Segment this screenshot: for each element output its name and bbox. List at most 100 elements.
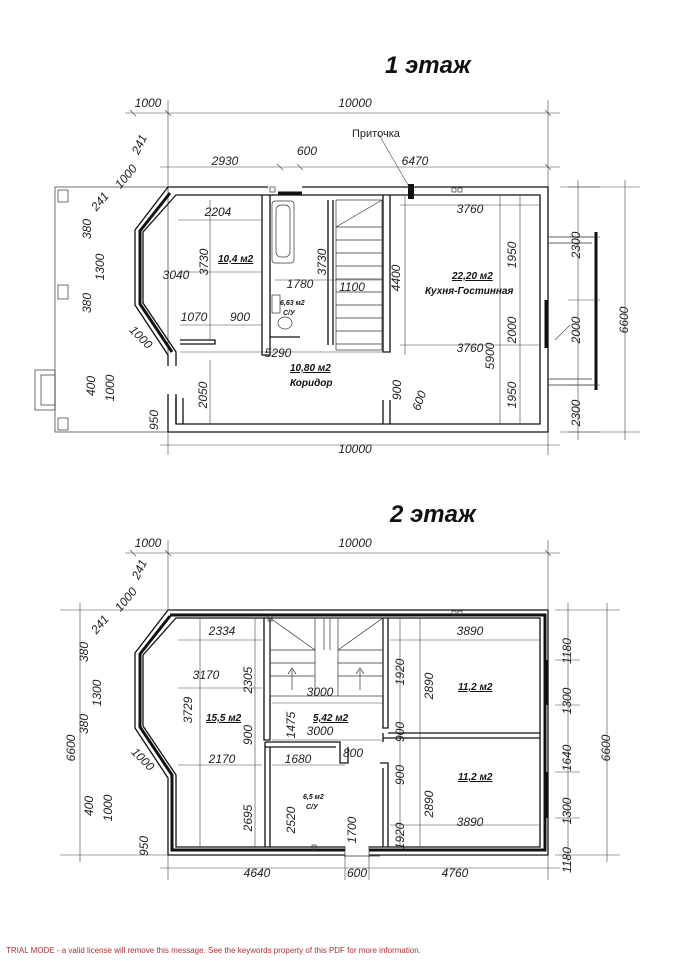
dimension-label: 241 <box>128 132 150 157</box>
floor2-title: 2 этаж <box>389 501 477 528</box>
dimension-label: 2000 <box>505 316 519 344</box>
terrace <box>34 186 169 433</box>
dimension-label: 2170 <box>208 752 236 766</box>
dimension-label: 2300 <box>569 231 583 259</box>
dimension-label: 1920 <box>393 822 407 849</box>
dimension-label: 1180 <box>560 847 574 873</box>
dimension-label: 3040 <box>163 268 190 282</box>
dimension-label: 900 <box>230 310 250 324</box>
dimension-label: 10000 <box>338 96 372 110</box>
dimension-label: 380 <box>77 714 91 734</box>
dimension-label: 4760 <box>442 866 469 880</box>
bathtub <box>271 200 295 264</box>
dimension-label: 800 <box>343 746 363 760</box>
room-area-hall-f2: 5,42 м2 <box>313 713 349 724</box>
dimension-label: 900 <box>393 722 407 742</box>
dimension-label: 380 <box>80 293 94 313</box>
dimension-label: 4640 <box>244 866 271 880</box>
dimension-label: 1000 <box>135 96 162 110</box>
dimension-label: 3729 <box>181 696 195 723</box>
dimension-label: 3730 <box>315 248 329 275</box>
dimension-label: 2334 <box>208 624 236 638</box>
dimension-label: 1950 <box>505 381 519 408</box>
room-name-corridor: Коридор <box>290 378 333 389</box>
floor2-plan: 15,5 м2 5,42 м2 6,5 м2 С/У 11,2 м2 11,2 … <box>60 536 620 880</box>
dimension-label: 1475 <box>284 711 298 738</box>
dimension-label: 600 <box>409 389 429 413</box>
ventilation-inlet <box>408 184 414 199</box>
sink <box>271 294 281 314</box>
dimension-label: 3000 <box>307 724 334 738</box>
dimension-label: 1300 <box>90 679 104 706</box>
dimension-label: 10000 <box>338 536 372 550</box>
room-area-bedroom-bottom-right-f2: 11,2 м2 <box>458 772 493 783</box>
dimension-label: 5290 <box>265 346 292 360</box>
floor1-bathroom-fixtures <box>269 186 463 330</box>
dimension-label: 3890 <box>457 815 484 829</box>
dimension-label: 380 <box>80 219 94 239</box>
dimension-label: 2305 <box>241 666 255 694</box>
dimension-label: 5900 <box>483 342 497 369</box>
dimension-label: 3890 <box>457 624 484 638</box>
dimension-label: 1300 <box>93 253 107 280</box>
dimension-label: 400 <box>84 376 98 396</box>
dimension-label: 600 <box>297 144 317 158</box>
dimension-label: 3760 <box>457 341 484 355</box>
room-area-corridor: 10,80 м2 <box>290 363 331 374</box>
dimension-label: 6470 <box>402 154 429 168</box>
floor1-stairs <box>335 199 383 351</box>
trial-mode-notice: TRIAL MODE - a valid license will remove… <box>6 946 421 955</box>
dimension-label: 2890 <box>422 790 436 818</box>
floor2-outer-walls <box>134 609 549 858</box>
dimension-label: 2890 <box>422 672 436 700</box>
dimension-label: 1000 <box>101 794 115 821</box>
dimension-label: 241 <box>87 612 111 637</box>
dimension-label: 1300 <box>560 687 574 714</box>
dimension-label: 1920 <box>393 658 407 685</box>
dimension-label: 400 <box>82 796 96 816</box>
dimension-label: 950 <box>137 836 151 856</box>
dimension-label: 900 <box>390 380 404 400</box>
dimension-label: 4400 <box>389 264 403 291</box>
dimension-label: 3760 <box>457 202 484 216</box>
dimension-label: 2000 <box>569 316 583 344</box>
room-name-bathroom-f1: С/У <box>283 310 296 317</box>
room-area-bedroom-left-f2: 15,5 м2 <box>206 713 242 724</box>
dimension-label: 1000 <box>103 374 117 401</box>
floor1-title: 1 этаж <box>385 52 472 79</box>
dimension-label: 1700 <box>345 816 359 843</box>
dimension-label: 241 <box>128 557 150 582</box>
dimension-label: 950 <box>147 410 161 430</box>
dimension-label: 380 <box>77 642 91 662</box>
floor1-plan: 10,4 м2 6,63 м2 С/У 22,20 м2 Кухня-Гости… <box>34 96 640 456</box>
room-area-kitchen: 22,20 м2 <box>451 271 493 282</box>
room-name-bathroom-f2: С/У <box>306 804 319 811</box>
floor2-stairs <box>269 617 384 697</box>
ventilation-label: Приточка <box>352 128 401 140</box>
room-area-bathroom-f1: 6,63 м2 <box>280 300 305 307</box>
dimension-label: 1000 <box>126 323 155 352</box>
dimension-label: 1000 <box>135 536 162 550</box>
dimension-label: 1680 <box>285 752 312 766</box>
room-name-kitchen: Кухня-Гостинная <box>425 286 513 297</box>
dimension-label: 1070 <box>181 310 208 324</box>
dimension-label: 900 <box>393 765 407 785</box>
ventilation-leader <box>377 132 412 191</box>
dimension-label: 1180 <box>560 638 574 664</box>
dimension-label: 900 <box>241 725 255 745</box>
dimension-label: 2930 <box>211 154 239 168</box>
dimension-label: 6600 <box>64 734 78 761</box>
floor1-interior-walls <box>175 195 391 424</box>
dimension-label: 241 <box>87 189 111 214</box>
floor2-dimension-lines <box>60 540 620 880</box>
dimension-label: 1950 <box>505 241 519 268</box>
floor1-dimension-lines <box>125 100 640 455</box>
floor1-outer-walls <box>134 184 549 433</box>
dimension-label: 600 <box>347 866 367 880</box>
dimension-label: 1300 <box>560 797 574 824</box>
floor1-dimension-labels: 1000 10000 2930 600 6470 241 241 1000 380 1300 380… <box>80 96 631 456</box>
dimension-label: 2050 <box>196 381 210 409</box>
dimension-label: 1780 <box>287 277 314 291</box>
